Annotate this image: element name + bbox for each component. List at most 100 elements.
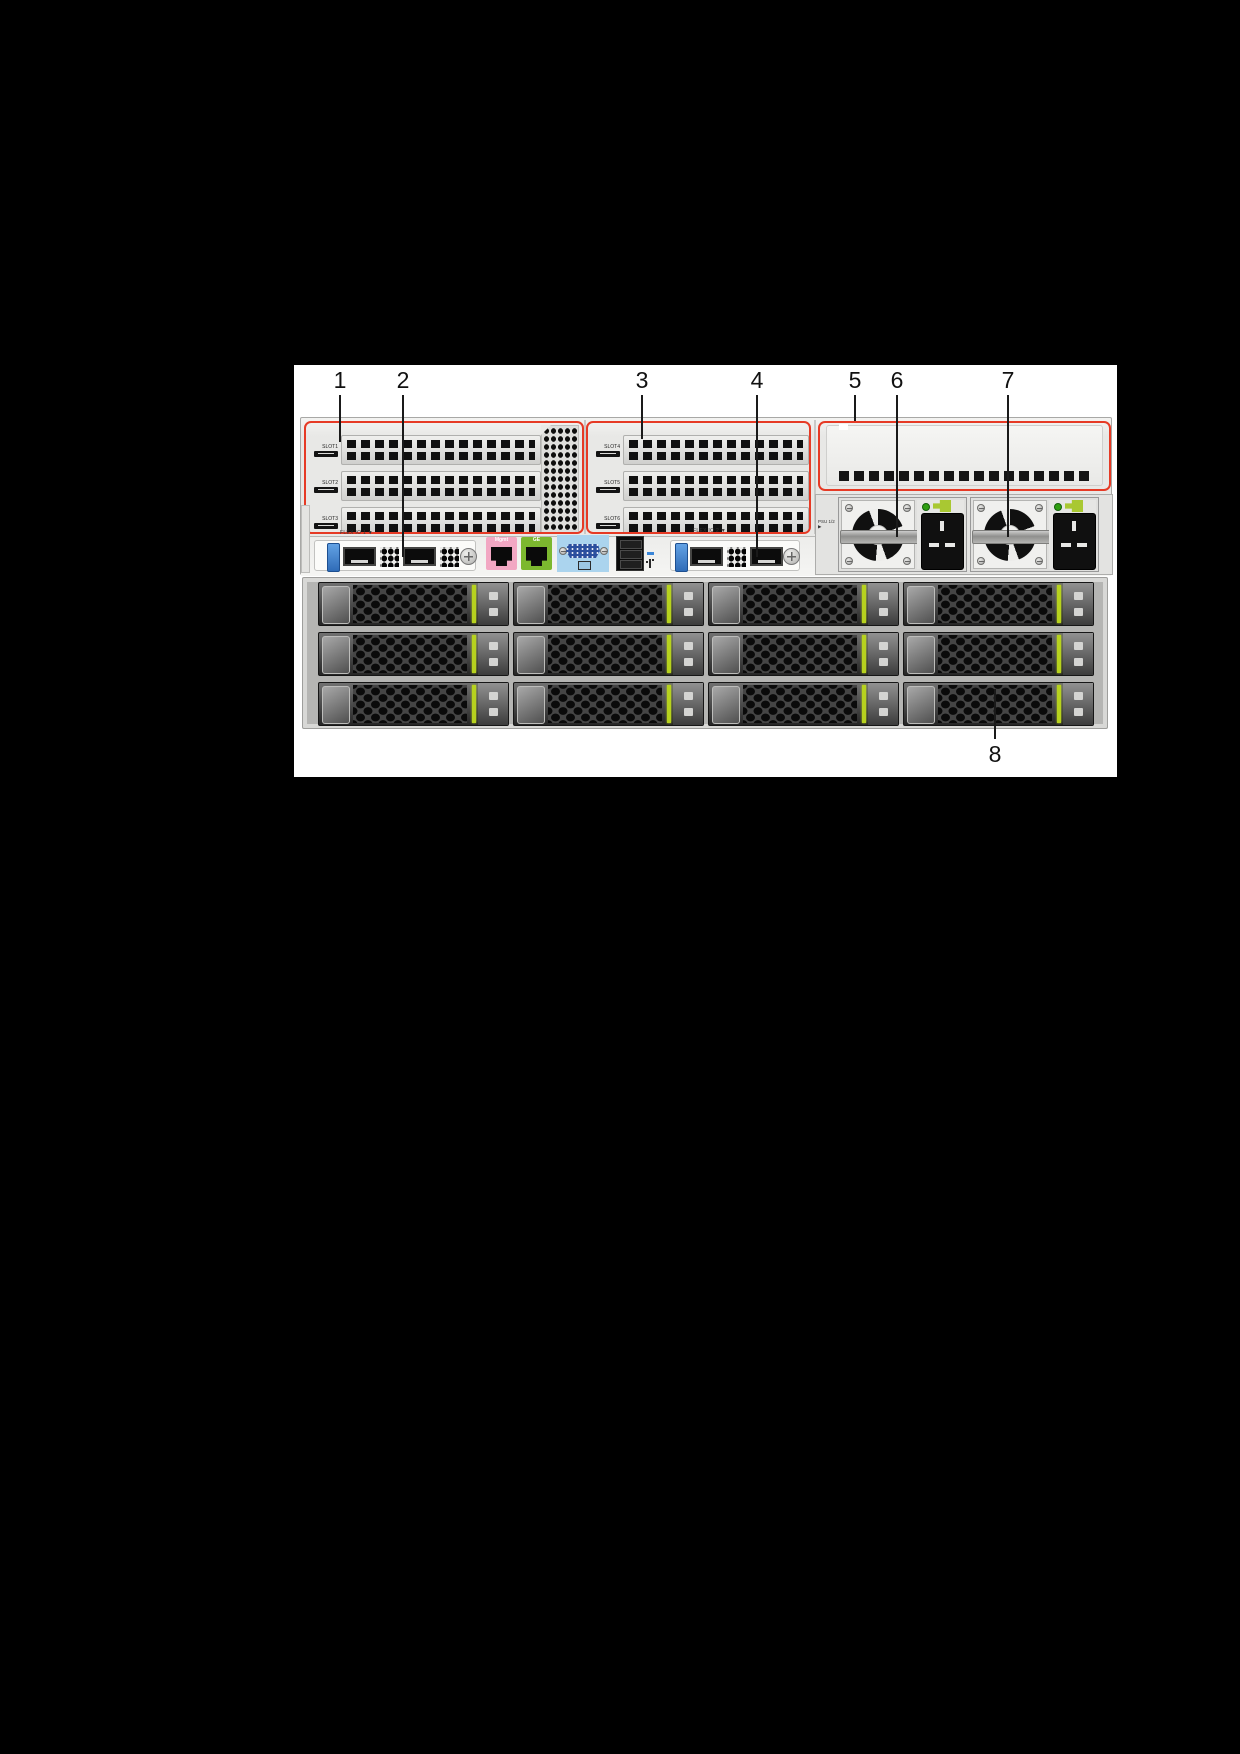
drive-module [903,582,1094,626]
vent-dots [440,547,459,567]
vent-dots [380,547,399,567]
slot-vent-bracket [341,507,541,532]
inlet-pin [945,543,955,547]
drive-indicator [1074,608,1083,616]
drive-indicator [684,692,693,700]
drive-latch [712,636,740,674]
vent-row [629,440,803,448]
drive-indicator [489,658,498,666]
inlet-pin [1061,543,1071,547]
drive-release [478,683,508,725]
drive-vent-mesh [938,685,1052,723]
thumbscrew-icon [460,548,477,565]
psu-status-led [922,503,930,511]
slot-name: SLOT5 [604,479,620,486]
drive-indicator [684,592,693,600]
slot-badge [314,450,338,457]
inlet-pin [1072,521,1076,531]
slot-vent-bracket [341,471,541,501]
psu-2 [970,497,1099,572]
drive-indicator [879,608,888,616]
drive-latch [517,636,545,674]
screw-icon [977,557,985,565]
drive-release [478,633,508,675]
vent-row [347,440,535,448]
drive-module [708,582,899,626]
flex-io-1-label: FLEX IO 1 ▼ [340,530,373,536]
flex-io-2-card [670,540,800,572]
slot-name: SLOT2 [322,479,338,486]
drive-cage-inner [307,582,1103,726]
thumbscrew-icon [783,548,800,565]
slot-badge [596,522,620,529]
psu-bay-label: PSU 1/2 ▶ [818,519,835,529]
callout-number-6: 6 [890,367,904,393]
drive-indicator [684,642,693,650]
slot-label: SLOT4 [590,444,620,457]
drive-vent-mesh [743,685,857,723]
drive-led [667,685,671,723]
drive-vent-mesh [743,635,857,673]
usb-port [620,540,642,549]
drive-led [1057,685,1061,723]
slot-badge [314,522,338,529]
drive-indicator [684,708,693,716]
vent-row [629,524,803,532]
riser-slot: SLOT3 [308,507,541,532]
flex-io-1-card [314,540,477,572]
screw-icon [845,504,853,512]
drive-module [903,682,1094,726]
chassis-divider [814,420,816,534]
callout-number-2: 2 [396,367,410,393]
drive-led [472,635,476,673]
filler-notch [839,424,848,430]
drive-indicator [684,608,693,616]
riser-slot: SLOT6 [590,507,809,532]
drive-release [673,683,703,725]
drive-vent-mesh [353,585,467,623]
latch-icon [675,543,688,572]
psu-cable-clip [933,500,951,512]
latch-icon [327,543,340,572]
callout-number-8: 8 [988,741,1002,767]
slot-name: SLOT3 [322,515,338,522]
inlet-pin [929,543,939,547]
screw-icon [845,557,853,565]
vent-row [347,488,535,496]
slot-name: SLOT1 [322,443,338,450]
drive-indicator [684,658,693,666]
drive-latch [712,586,740,624]
drive-latch [712,686,740,724]
drive-indicator [879,708,888,716]
callout-number-4: 4 [750,367,764,393]
riser-slot: SLOT4 [590,435,809,465]
drive-indicator [879,692,888,700]
vga-connector [566,544,600,558]
screw-icon [903,557,911,565]
drive-vent-mesh [548,685,662,723]
vent-row [347,512,535,520]
drive-indicator [879,658,888,666]
ge-port: GE [521,537,552,570]
drive-release [1063,633,1093,675]
drive-release [1063,683,1093,725]
sfp-port [403,547,436,566]
slot-label: SLOT1 [308,444,338,457]
sfp-port [343,547,376,566]
slot-vent-bracket [623,507,809,532]
vent-row [629,488,803,496]
drive-led [862,585,866,623]
slot-vent-bracket [341,435,541,465]
psu-1 [838,497,967,572]
slot-label: SLOT3 [308,516,338,529]
drive-indicator [489,708,498,716]
drive-led [667,635,671,673]
drive-indicator [1074,692,1083,700]
drive-module [903,632,1094,676]
drive-vent-mesh [938,635,1052,673]
drive-module [708,632,899,676]
drive-release [868,583,898,625]
psu-fan-plate [972,500,1052,569]
